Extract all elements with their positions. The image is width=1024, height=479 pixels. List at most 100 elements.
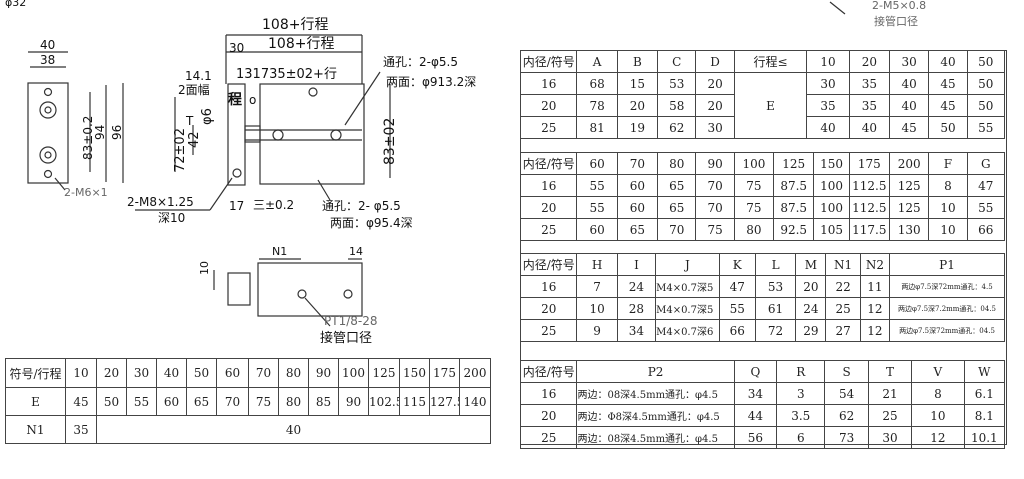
dim-131735: 131735±02+行: [236, 67, 337, 82]
table-cell: 15: [616, 72, 659, 95]
table-cell: 112.5: [848, 196, 890, 219]
m5-thread: 2-M5×0.8: [872, 0, 926, 12]
table-cell: 20: [519, 404, 578, 427]
table-cell: 11: [859, 275, 891, 298]
table-cell: 25: [519, 218, 578, 241]
header-cell: 175: [429, 358, 460, 388]
table-cell: 55: [576, 174, 618, 197]
table-cell: 105: [813, 218, 850, 241]
table-cell: 40: [888, 94, 930, 117]
header-cell: 150: [813, 152, 850, 175]
table-cell: 22: [825, 275, 861, 298]
header-cell: 10: [65, 358, 97, 388]
dim-38: 38: [40, 53, 55, 67]
header-cell: 60: [576, 152, 618, 175]
header-cell: H: [576, 253, 618, 276]
table-cell: 12: [859, 297, 891, 320]
hole-note-1a: 通孔：2-φ5.5: [383, 55, 458, 69]
table-cell: 27: [825, 319, 861, 342]
header-cell: B: [616, 50, 659, 73]
table-cell: 45: [65, 387, 97, 416]
table-cell: 40: [888, 72, 930, 95]
table-cell: 65: [657, 196, 697, 219]
cheng-label: 程: [228, 92, 242, 108]
hole-note-1b: 两面：φ913.2深: [386, 75, 476, 89]
table-cell: 75: [248, 387, 279, 416]
table-cell: 92.5: [773, 218, 815, 241]
table-cell: 125: [888, 174, 930, 197]
table-cell: 24: [795, 297, 827, 320]
header-cell: 70: [616, 152, 659, 175]
table-cell: 50: [966, 72, 1006, 95]
table-cell: 117.5: [848, 218, 890, 241]
table-cell: 35: [848, 72, 891, 95]
table-cell: 73: [824, 426, 869, 449]
header-cell: N2: [859, 253, 891, 276]
table-cell: 47: [966, 174, 1006, 197]
header-cell: 内径/符号: [519, 360, 578, 383]
table-cell: 112.5: [848, 174, 890, 197]
table-cell: 85: [308, 387, 339, 416]
depth-10: 深10: [158, 211, 185, 225]
header-cell: J: [655, 253, 720, 276]
header-cell: 50: [186, 358, 217, 388]
table-cell: 45: [888, 116, 930, 139]
header-cell: 70: [248, 358, 279, 388]
t-label: T: [185, 114, 194, 128]
table-cell: 54: [824, 382, 869, 405]
table-cell: 30: [695, 116, 735, 139]
header-cell: 90: [695, 152, 735, 175]
cylinder-body: [259, 83, 365, 185]
table-cell: 两边φ7.5深7.2mm通孔：04.5: [889, 297, 1005, 320]
table-cell: 25: [825, 297, 861, 320]
table-cell: 25: [519, 319, 578, 342]
table-cell: 100: [813, 196, 850, 219]
table-cell: 12: [859, 319, 891, 342]
table-cell: 25: [519, 426, 578, 449]
table-cell: 12: [911, 426, 965, 449]
table-cell: 87.5: [773, 196, 815, 219]
table-cell: 9: [576, 319, 618, 342]
table-cell: 140: [459, 387, 491, 416]
table-cell: 35: [806, 94, 850, 117]
table-cell: 16: [519, 382, 578, 405]
table-cell: 125: [888, 196, 930, 219]
table-cell: 81: [576, 116, 618, 139]
table-cell: 75: [733, 196, 775, 219]
header-cell: 90: [308, 358, 339, 388]
table-cell: 78: [576, 94, 618, 117]
header-cell: 125: [773, 152, 815, 175]
len-108-b: 108+行程: [268, 36, 334, 52]
table-cell: 70: [695, 174, 735, 197]
header-cell: V: [911, 360, 965, 383]
table-cell: 55: [718, 297, 756, 320]
table-cell: 75: [695, 218, 735, 241]
header-cell: 20: [848, 50, 891, 73]
bottom-flange: [227, 272, 251, 306]
dim-94: 94: [93, 125, 107, 140]
header-cell: C: [657, 50, 697, 73]
header-cell: 40: [156, 358, 187, 388]
dim-72: 72±02: [173, 128, 188, 172]
table-cell: 35: [848, 94, 891, 117]
table-cell: M4×0.7深5: [655, 275, 720, 298]
table-cell: 102.5: [368, 387, 400, 416]
header-cell: 125: [368, 358, 400, 388]
table-cell: 80: [733, 218, 775, 241]
table-cell: 20: [616, 94, 659, 117]
header-cell: M: [795, 253, 827, 276]
header-cell: Q: [733, 360, 778, 383]
header-cell: T: [867, 360, 913, 383]
hole-note-2a: 通孔：2- φ5.5: [322, 199, 401, 213]
table-cell: 30: [806, 72, 850, 95]
